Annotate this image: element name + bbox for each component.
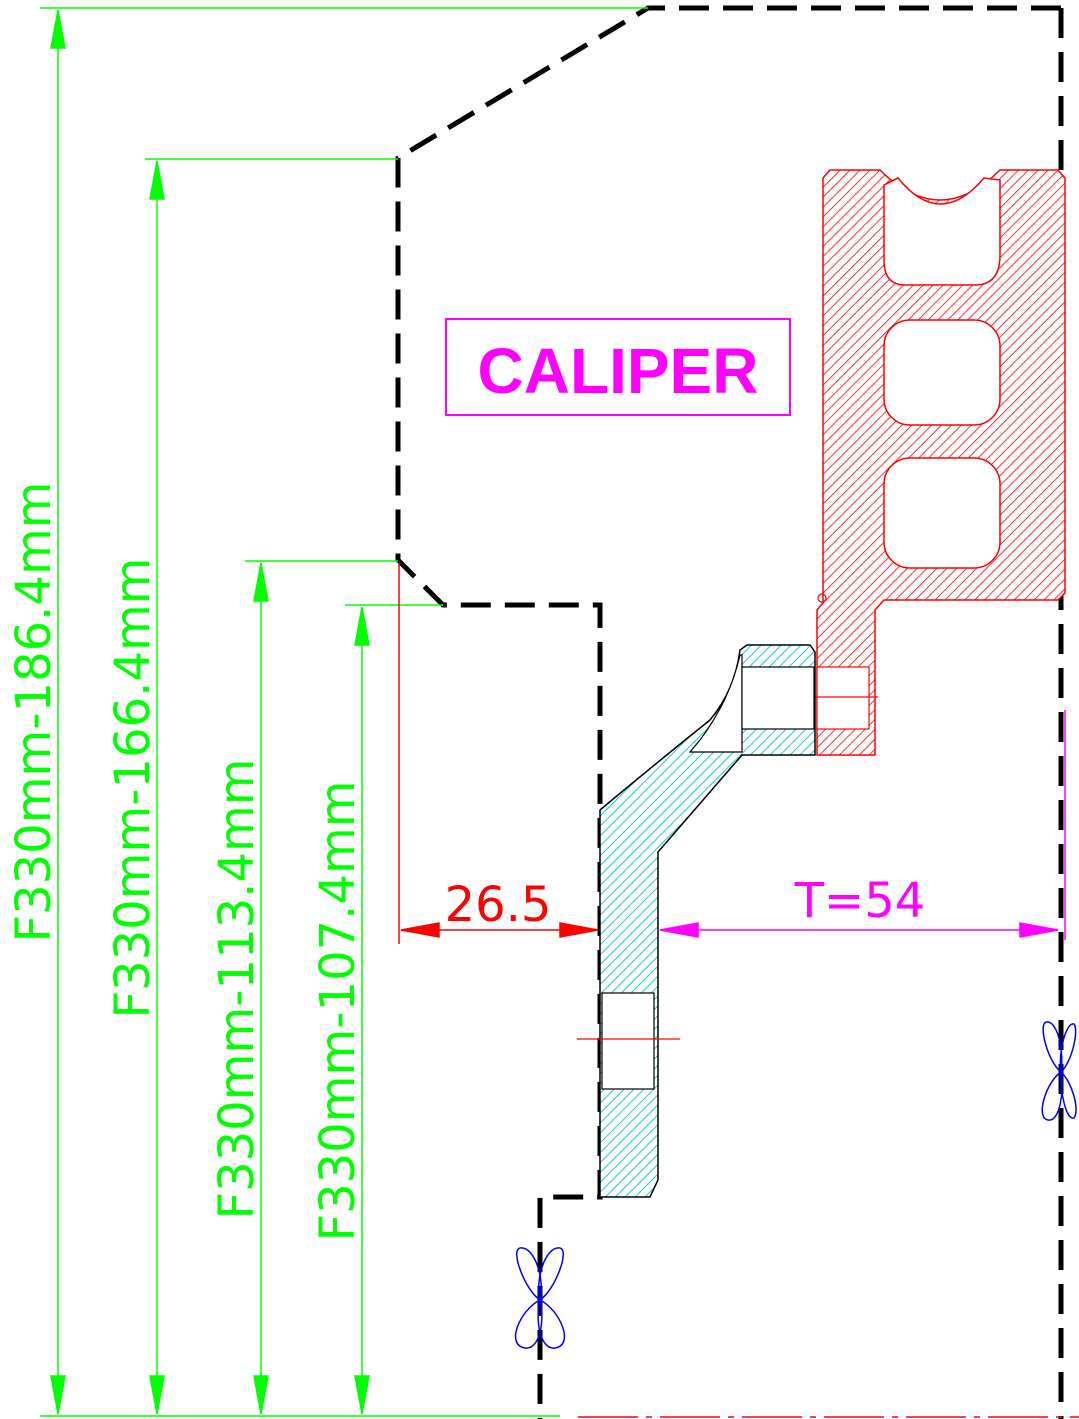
- caliper-window-middle: [883, 319, 1001, 426]
- dimension-text-107: F330mm-107.4mm: [310, 781, 366, 1242]
- caliper-bolt-bore: [816, 666, 870, 730]
- thickness-dimension-text: T=54: [794, 873, 926, 929]
- bolt-symbol-right: [1041, 1021, 1077, 1121]
- caliper-mark: [817, 593, 827, 603]
- adapter-upper-bolt-hole: [741, 666, 815, 730]
- dimension-lines-green: [40, 7, 648, 1417]
- dimension-text-186: F330mm-186.4mm: [6, 482, 62, 943]
- dimension-text-166: F330mm-166.4mm: [105, 558, 161, 1019]
- dimension-text-113: F330mm-113.4mm: [209, 759, 265, 1220]
- adapter-upper-cutout: [688, 654, 743, 753]
- caliper-window-top: [883, 177, 1001, 286]
- adapter-lower-bolt-hole: [601, 992, 655, 1090]
- caliper-label: CALIPER: [478, 335, 759, 407]
- bolt-symbol-lower: [514, 1247, 566, 1349]
- caliper-label-box: [445, 318, 791, 416]
- offset-dimension: [398, 563, 599, 944]
- offset-dimension-text: 26.5: [445, 877, 552, 933]
- thickness-dimension: [659, 710, 1066, 940]
- caliper-window-bottom: [883, 457, 1001, 569]
